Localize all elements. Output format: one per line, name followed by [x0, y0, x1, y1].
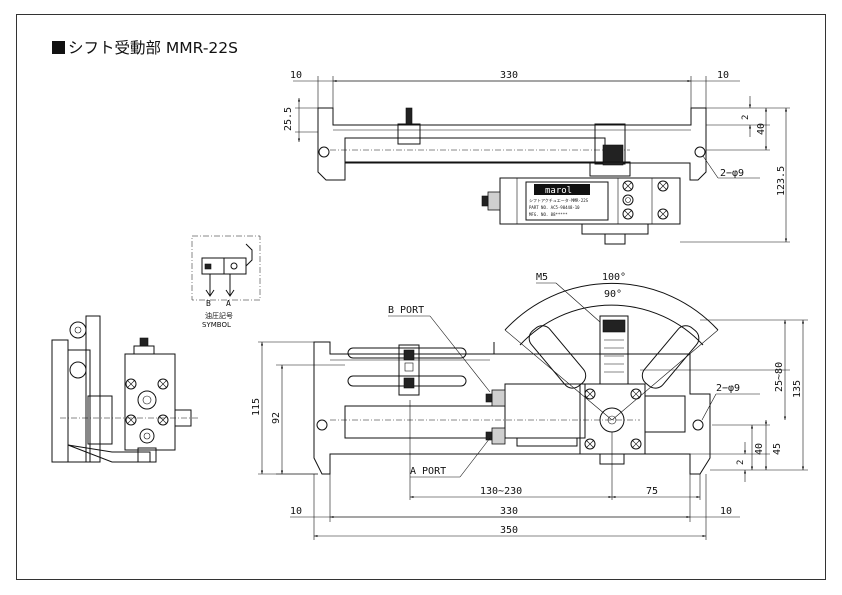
- angle-90-label: 90°: [604, 289, 622, 300]
- side-view: [51, 315, 200, 463]
- a-port-label: A PORT: [410, 466, 446, 477]
- dim-bottom-right-10: 10: [720, 506, 732, 517]
- label-line-1: シフトアクチュエータ-MMR-22S: [529, 197, 589, 203]
- front-sensor-block: [398, 344, 420, 396]
- title-square-icon: [52, 41, 65, 54]
- top-dim-left-10: 10: [290, 70, 302, 81]
- dim-40: 40: [754, 443, 765, 455]
- top-bracket-plate: [317, 107, 707, 181]
- label-line-2: PART NO. AC5-90448-10: [529, 205, 580, 210]
- top-dim-25-5: 25.5: [283, 107, 294, 131]
- symbol-port-a: A: [226, 299, 231, 308]
- top-dim-2: 2: [741, 115, 751, 120]
- dim-115: 115: [251, 398, 262, 416]
- m5-label: M5: [536, 272, 548, 283]
- top-dim-40: 40: [756, 123, 767, 135]
- front-left-hole: [316, 419, 328, 431]
- top-dim-330: 330: [500, 70, 518, 81]
- top-sensor-block: [397, 123, 421, 145]
- dim-2: 2: [736, 460, 746, 465]
- label-brand: marol: [545, 186, 572, 196]
- top-right-hole: [694, 146, 706, 158]
- label-line-3: MFG. NO. 88*****: [529, 212, 568, 217]
- dim-bottom-350: 350: [500, 525, 518, 536]
- front-actuator-body: [504, 383, 586, 439]
- dim-135: 135: [792, 380, 803, 398]
- front-right-hole: [692, 419, 704, 431]
- front-view: 100° 90° M5: [251, 272, 808, 540]
- side-top-knob: [69, 321, 87, 339]
- top-left-hole: [318, 146, 330, 158]
- angle-100-label: 100°: [602, 272, 626, 283]
- label-plate: marol シフトアクチュエータ-MMR-22S PART NO. AC5-90…: [525, 181, 609, 221]
- title-text: シフト受動部 MMR-22S: [68, 39, 238, 57]
- dim-bottom-left-10: 10: [290, 506, 302, 517]
- dim-75: 75: [646, 486, 658, 497]
- top-hole-note: 2−φ9: [720, 168, 744, 179]
- front-hole-note: 2−φ9: [716, 383, 740, 394]
- top-view: 10 330 10 25.5 2 40 123.5 2: [283, 70, 790, 245]
- lever-arm-left: [528, 325, 587, 389]
- top-valve-bolts: [622, 180, 669, 220]
- front-lever-column: [599, 315, 629, 385]
- side-bracket: [87, 395, 113, 445]
- angle-arc-100: [504, 282, 719, 331]
- b-port-label: B PORT: [388, 305, 424, 316]
- top-dim-123-5: 123.5: [776, 166, 787, 196]
- dim-130-230: 130~230: [480, 486, 522, 497]
- lever-arm-right: [641, 325, 700, 389]
- symbol-port-b: B: [206, 299, 211, 308]
- front-cylinder: [344, 405, 506, 439]
- symbol-caption-en: SYMBOL: [202, 321, 231, 329]
- side-base-plate: [51, 339, 69, 463]
- front-base-plate: [313, 341, 711, 475]
- dim-92: 92: [271, 412, 282, 424]
- symbol-caption-jp: 油圧記号: [205, 311, 233, 320]
- hydraulic-symbol: B A 油圧記号 SYMBOL: [191, 235, 261, 329]
- dim-45: 45: [772, 443, 783, 455]
- dim-25-80: 25~80: [774, 362, 785, 392]
- drawing-title: シフト受動部 MMR-22S: [52, 36, 238, 58]
- drawing-frame: [16, 14, 826, 580]
- dim-bottom-330: 330: [500, 506, 518, 517]
- top-dim-right-10: 10: [717, 70, 729, 81]
